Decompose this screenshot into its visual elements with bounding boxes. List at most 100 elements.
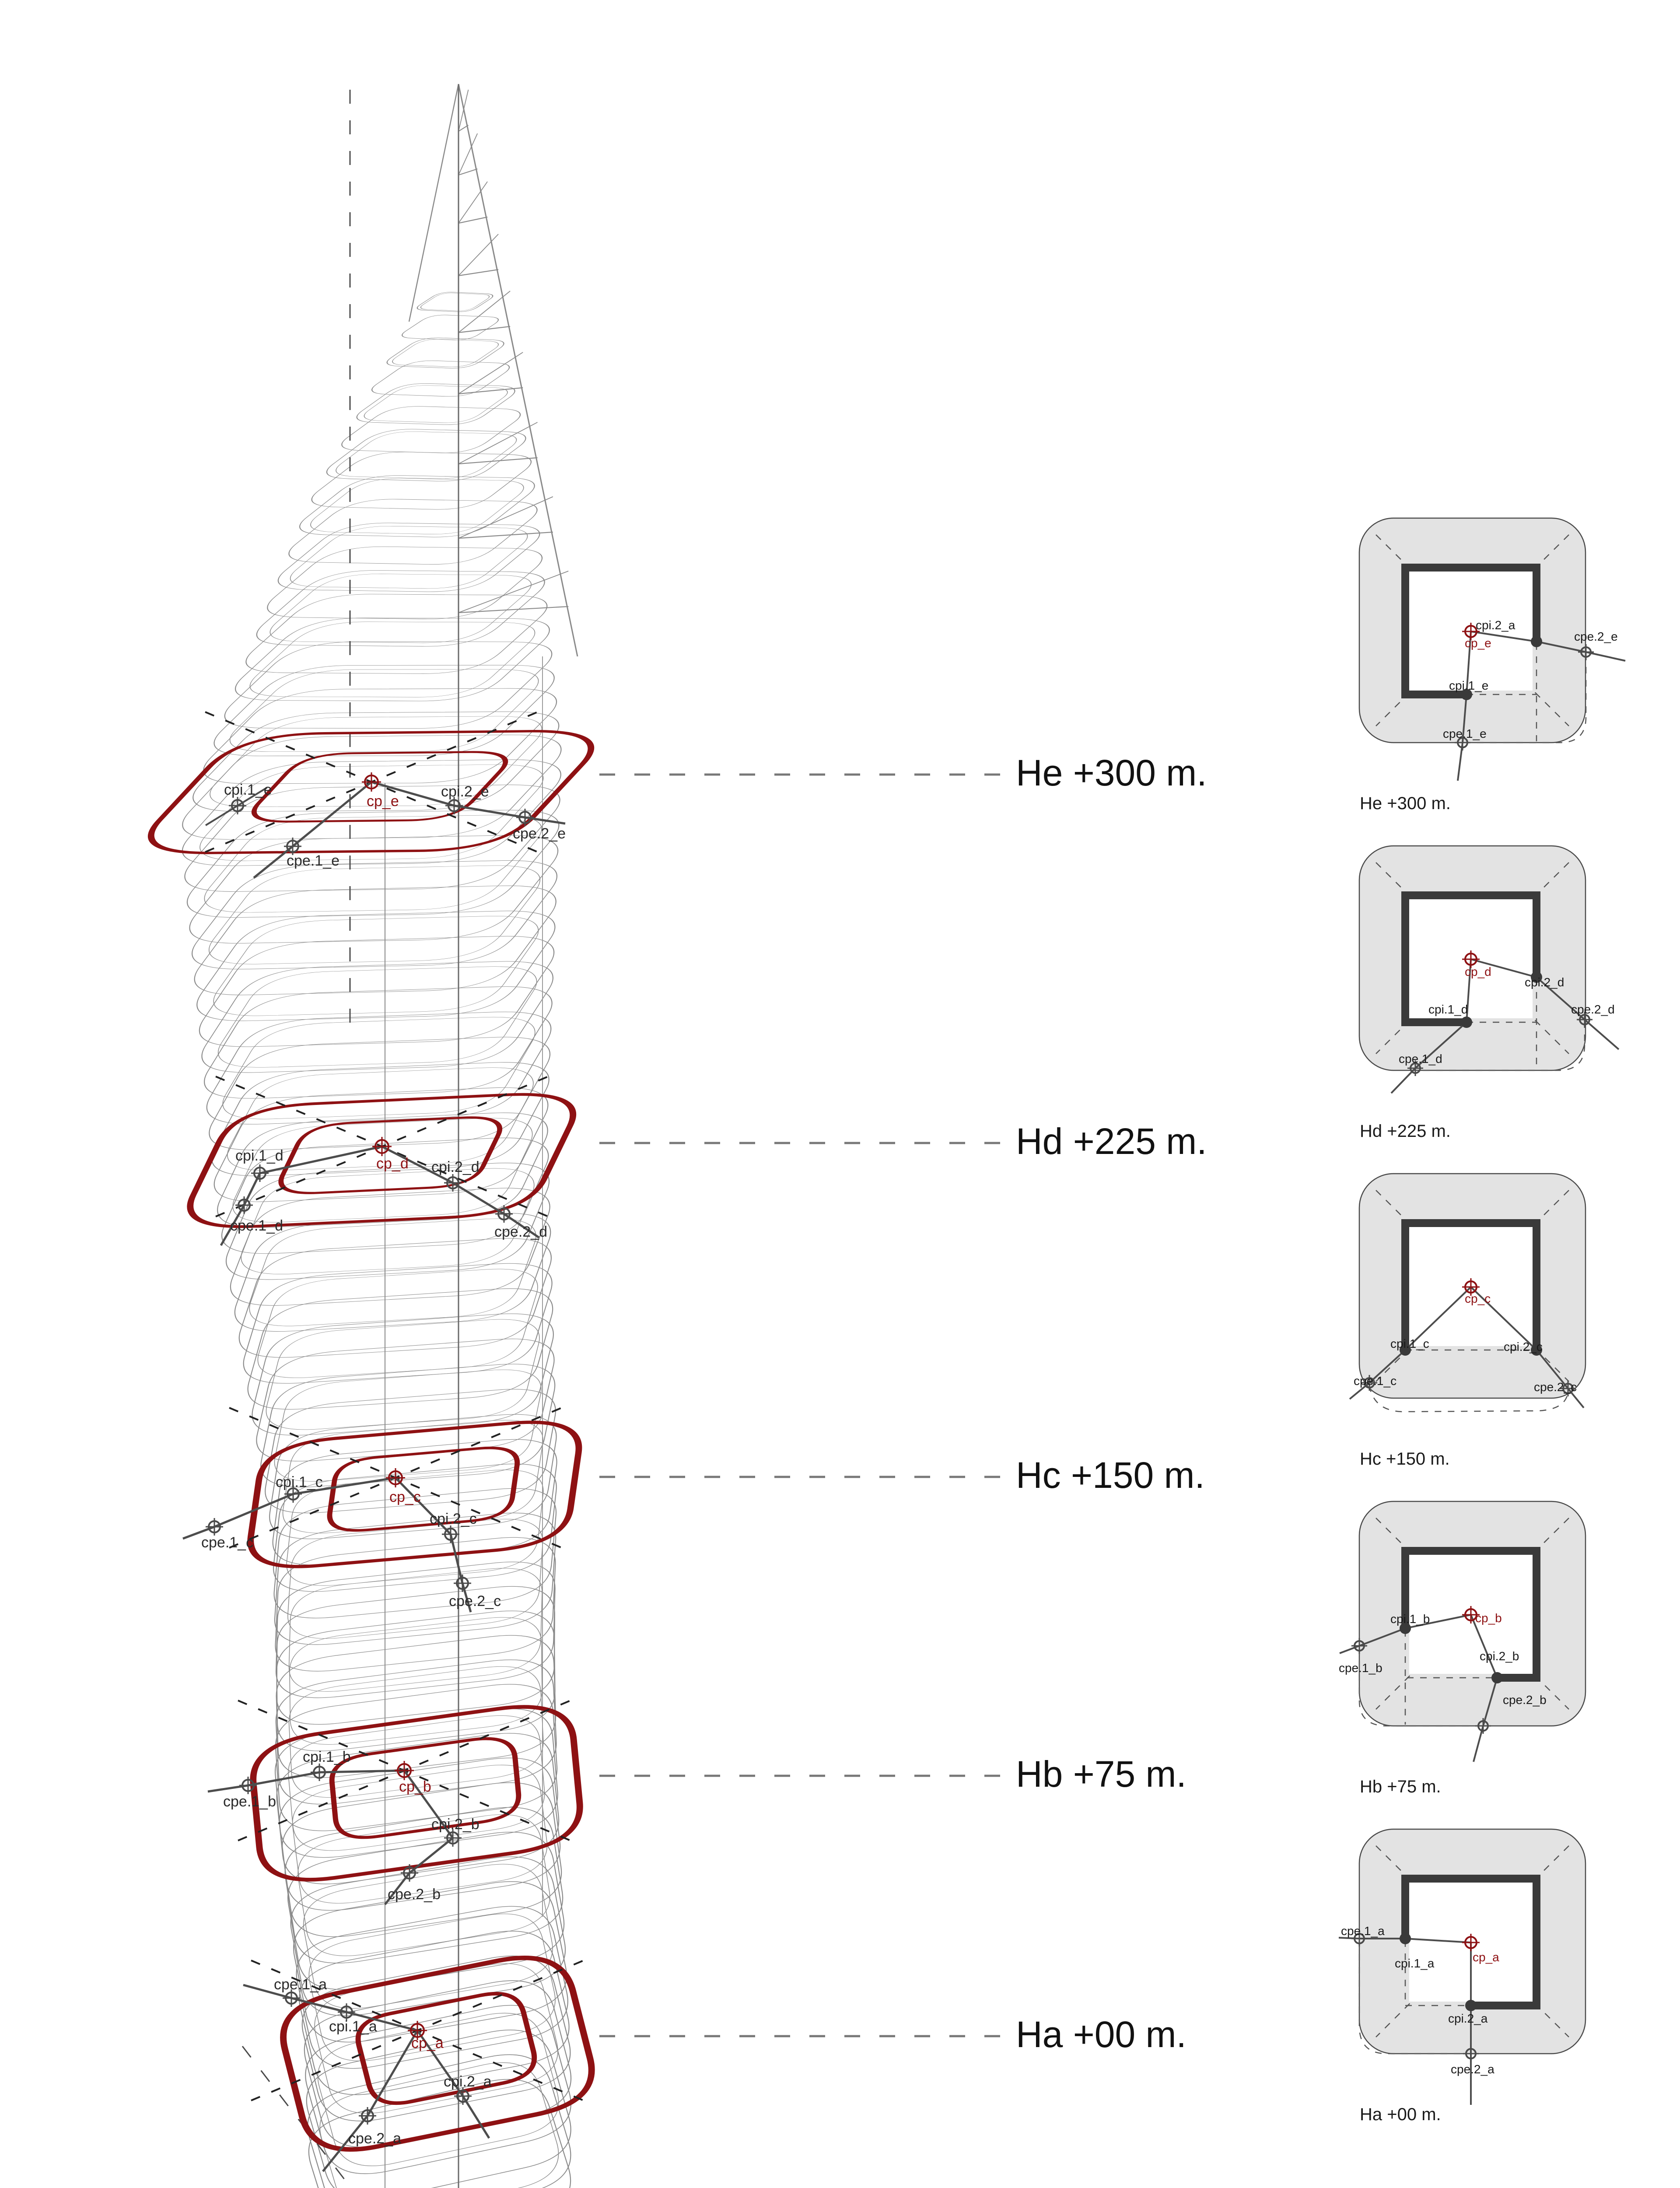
cpi-1-point [1400,1344,1411,1356]
plan-label-cpe-2-e: cpe.2_e [1574,630,1618,643]
plan-label-cp-c: cp_c [1465,1292,1491,1305]
tower-elevation-drawing [147,84,1006,2188]
plan-label-cpi-1-c: cpi.1_c [1390,1337,1429,1350]
plan-caption-d: Hd +225 m. [1360,1122,1451,1141]
crosshair-marker [206,1518,223,1536]
plan-label-cpe-2-d: cpe.2_d [1571,1003,1615,1016]
tower-point-label-cpe-1-a: cpe.1_a [274,1976,327,1993]
tower-point-label-cp-c: cp_c [389,1489,421,1505]
cpi-2-point [1531,1344,1542,1356]
tower-point-label-cpi-1-a: cpi.1_a [329,2018,377,2035]
tower-point-label-cp-e: cp_e [367,793,399,810]
crosshair-marker [516,809,534,826]
plan-label-cpi-2-c: cpi.2_c [1504,1340,1543,1353]
crosshair-marker [1462,623,1480,640]
crosshair-marker [386,1468,405,1487]
height-label-e: He +300 m. [1016,752,1207,793]
crosshair-marker [229,797,246,814]
tower-spire [408,84,578,657]
tower-point-label-cpi-1-c: cpi.1_c [276,1474,323,1490]
tower-point-label-cpi-1-b: cpi.1_b [303,1749,351,1765]
crosshair-marker [444,1829,462,1847]
plan-label-cpe-1-b: cpe.1_b [1339,1661,1382,1675]
tower-point-label-cp-a: cp_a [411,2035,444,2051]
plan-label-cpe-1-a: cpe.1_a [1341,1924,1385,1938]
plan-caption-b: Hb +75 m. [1360,1777,1441,1796]
plan-label-cp-a: cp_a [1473,1950,1499,1964]
tower-point-label-cpi-2-c: cpi.2_c [430,1511,477,1527]
crosshair-marker [395,1761,414,1780]
crosshair-marker [1475,1718,1491,1734]
crosshair-marker [454,2087,472,2105]
tower-point-label-cpe-1-c: cpe.1_c [201,1534,254,1551]
tower-wireframe-floors [182,292,572,2188]
plan-caption-e: He +300 m. [1360,794,1451,813]
plan-label-cpi-2-b: cpi.2_b [1480,1649,1519,1663]
plan-label-cpe-1-d: cpe.1_d [1399,1052,1442,1066]
tower-point-label-cpi-2-a: cpi.2_a [444,2073,492,2090]
crosshair-marker [445,797,463,814]
crosshair-marker [495,1205,513,1223]
crosshair-marker [251,1164,269,1182]
plan-label-cpe-1-e: cpe.1_e [1443,727,1487,740]
crosshair-marker [1351,1931,1367,1946]
height-label-a: Ha +00 m. [1016,2014,1186,2055]
tower-point-label-cpi-1-e: cpi.1_e [224,782,272,798]
crosshair-marker [372,1137,392,1156]
cpi-1-point [1461,1017,1472,1028]
plan-label-cpe-2-a: cpe.2_a [1451,2062,1494,2076]
plan-label-cpe-2-b: cpe.2_b [1503,1693,1547,1707]
tower-point-label-cpi-2-e: cpi.2_e [441,783,489,800]
tower-point-label-cpe-2-e: cpe.2_e [513,825,566,842]
crosshair-marker [1407,1060,1423,1076]
crosshair-marker [1362,1375,1377,1391]
crosshair-marker [442,1525,459,1543]
crosshair-marker [1462,950,1480,968]
height-label-d: Hd +225 m. [1016,1121,1207,1162]
plan-label-cpi-2-d: cpi.2_d [1525,975,1564,989]
crosshair-marker [1560,1381,1576,1396]
tower-point-label-cpe-2-b: cpe.2_b [388,1886,441,1903]
crosshair-marker [401,1864,418,1882]
plan-label-cpi-1-a: cpi.1_a [1395,1957,1435,1970]
crosshair-marker [338,2003,355,2021]
tower-point-label-cpi-2-d: cpi.2_d [431,1159,480,1175]
crosshair-marker [1462,1934,1480,1951]
crosshair-marker [235,1196,253,1214]
plan-label-cpe-1-c: cpe.1_c [1354,1374,1396,1388]
crosshair-marker [311,1764,328,1781]
cpi-1-point [1400,1933,1411,1944]
tower-point-label-cpe-1-b: cpe.1_b [223,1793,276,1810]
crosshair-marker [359,2107,376,2125]
core-walls [1401,564,1540,698]
plan-label-cpi-2-a: cpi.2_a [1448,2012,1488,2025]
crosshair-marker [1578,644,1594,660]
tower-section-markers [182,711,584,2172]
cpi-2-point [1491,1672,1503,1683]
crosshair-marker [1455,735,1470,750]
tower-point-label-cp-b: cp_b [399,1778,431,1795]
cpi-2-point [1531,636,1542,647]
tower-point-label-cpe-1-d: cpe.1_d [230,1217,283,1234]
plan-label-cp-b: cp_b [1475,1611,1502,1625]
cpi-1-point [1400,1623,1411,1634]
plan-label-cpi-1-e: cpi.1_e [1449,679,1488,692]
tower-point-label-cp-d: cp_d [376,1155,409,1172]
core-walls [1401,1875,1540,2009]
core-walls [1401,891,1540,1026]
plan-label-cpi-1-d: cpi.1_d [1428,1003,1468,1016]
crosshair-marker [362,772,381,792]
crosshair-marker [1351,1638,1367,1654]
